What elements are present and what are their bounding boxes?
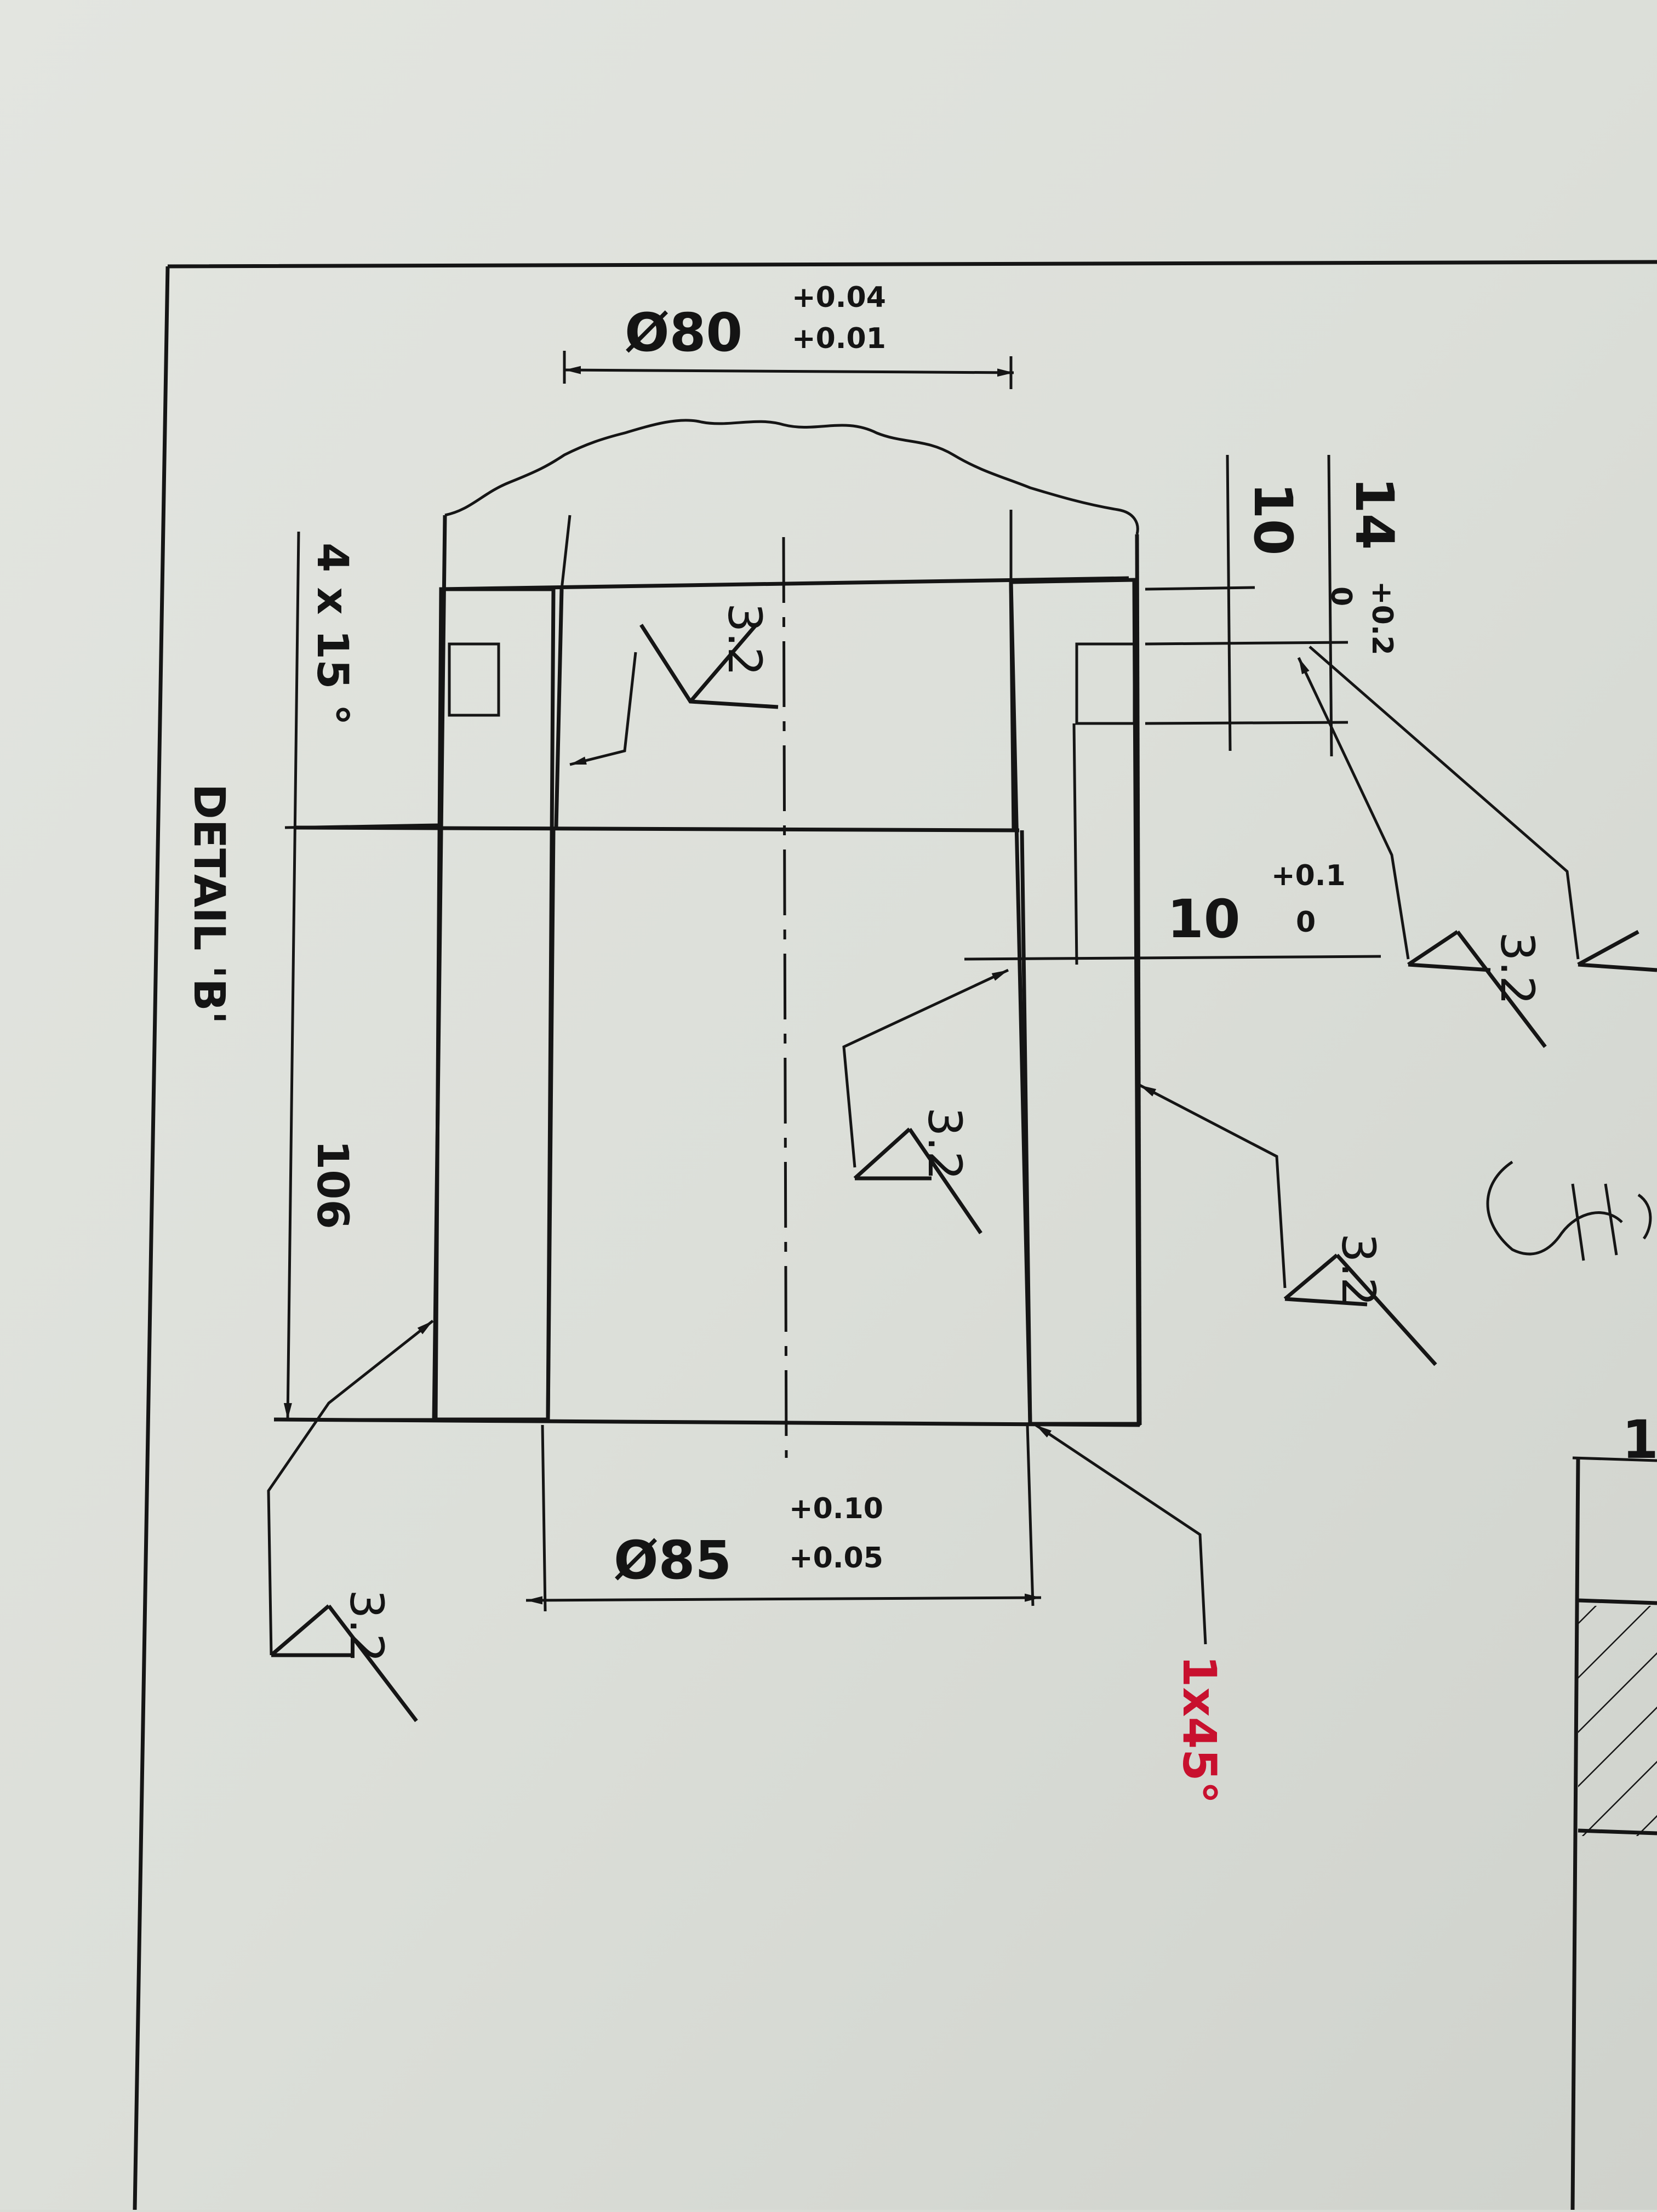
- dia-85-tol-lower: +0.05: [789, 1542, 883, 1575]
- break-line: [444, 419, 1139, 535]
- dim-10-side-tol-upper: +0.1: [1271, 859, 1346, 892]
- detail-label: DETAIL 'B': [184, 784, 233, 1024]
- dim-10-side-value: 10: [1167, 888, 1241, 950]
- dim-dia-85: Ø85 +0.10 +0.05: [525, 1424, 1042, 1612]
- bore-lower-right: [1020, 830, 1032, 1424]
- center-line: [782, 537, 788, 1458]
- dia-80-tol-upper: +0.04: [792, 281, 886, 314]
- groove-left: [448, 642, 500, 717]
- roughness-symbol-1: 3.2: [569, 603, 779, 766]
- dim-14-tol-upper: +0.2: [1365, 581, 1398, 655]
- dim-10-top-value: 10: [1242, 482, 1304, 556]
- holes-4x15-label: 4 x 15 °: [307, 543, 357, 726]
- roughness-symbol-2: 3.2: [842, 968, 1009, 1234]
- dim-length-106: 106 4 x 15 °: [274, 531, 439, 1421]
- frame-border: [133, 260, 1657, 2210]
- handwriting-strokes: [1486, 1160, 1652, 1261]
- adjacent-view-partial: 12: [1570, 1409, 1657, 2210]
- bore-upper-left: [554, 589, 564, 828]
- roughness-symbol-5: 3.2: [267, 1320, 434, 1723]
- roughness-symbol-4: 3.2: [1297, 646, 1657, 1048]
- bore-upper-right: [1009, 581, 1016, 831]
- right-wall-section: [1009, 578, 1141, 1426]
- dim-right-stack: 10 14 +0.2 0 10 +0.1 0: [964, 454, 1405, 965]
- roughness-symbol-3: 3.2: [1139, 1084, 1437, 1366]
- length-106-value: 106: [307, 1140, 357, 1229]
- chamfer-note: 1x45°: [1173, 1655, 1226, 1804]
- dim-dia-80: Ø80 +0.04 +0.01: [560, 281, 1014, 590]
- roughness-value-4: 3.2: [1490, 932, 1544, 1005]
- dia-85-value: Ø85: [614, 1530, 732, 1591]
- handwritten-mark: [1486, 1160, 1652, 1261]
- roughness-value-5: 3.2: [340, 1589, 393, 1663]
- step-line: [295, 825, 1020, 833]
- dim-14-value: 14: [1344, 477, 1405, 550]
- groove-right: [1075, 642, 1136, 725]
- bore-lower-left: [546, 830, 556, 1420]
- chamfer-callout: 1x45°: [1035, 1423, 1226, 1804]
- roughness-value-2: 3.2: [918, 1107, 972, 1181]
- dia-85-tol-upper: +0.10: [789, 1492, 883, 1525]
- dim-10-side-tol-lower: 0: [1296, 906, 1316, 939]
- adjacent-hatch: [1578, 1606, 1657, 1836]
- dia-80-value: Ø80: [625, 302, 742, 363]
- adjacent-dim-partial: 12: [1622, 1409, 1657, 1470]
- roughness-value-3: 3.2: [1332, 1233, 1385, 1307]
- dim-14-tol-lower: 0: [1324, 586, 1357, 606]
- dia-80-tol-lower: +0.01: [792, 322, 886, 355]
- roughness-value-1: 3.2: [718, 603, 772, 676]
